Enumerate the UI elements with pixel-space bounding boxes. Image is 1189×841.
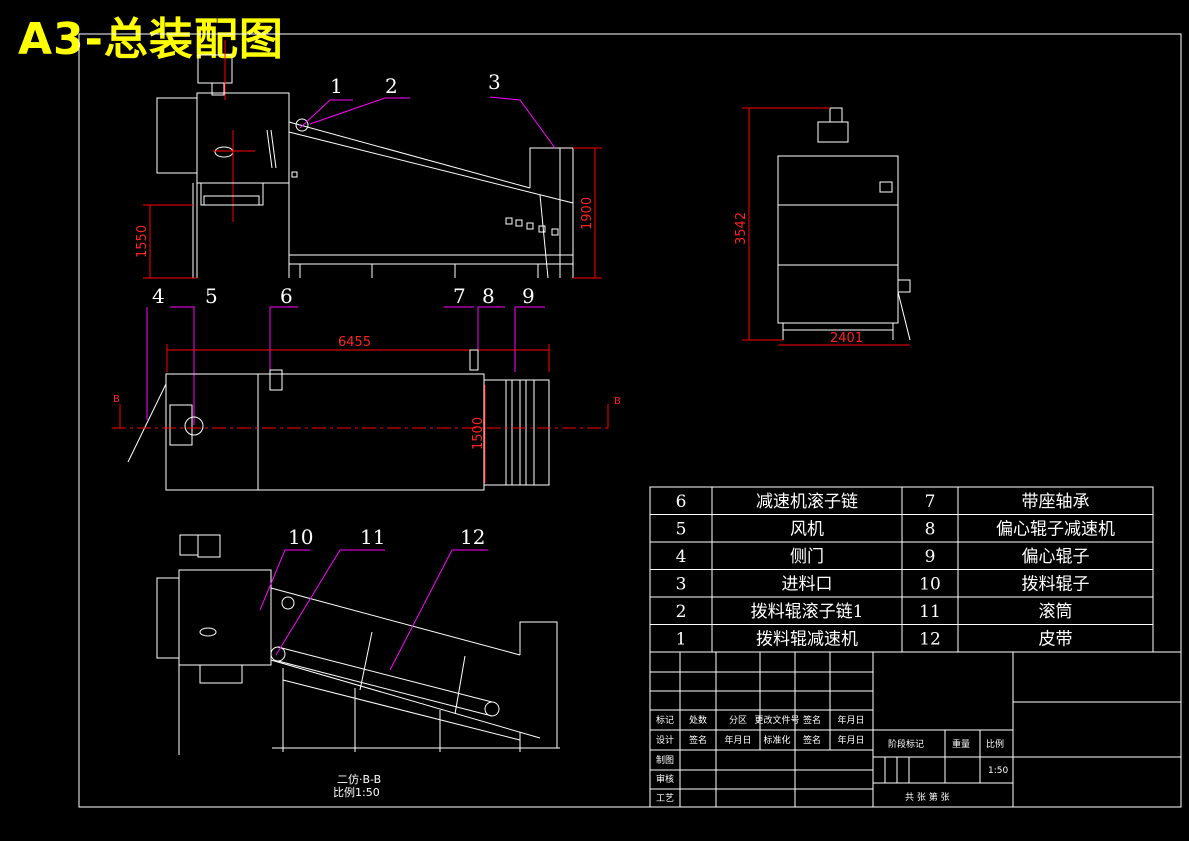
plan-view: 4 5 6 7 8 9 6455 B B bbox=[112, 284, 621, 491]
title-design-cell: 标准化 bbox=[763, 734, 790, 746]
parts-cell-name: 侧门 bbox=[790, 547, 824, 567]
parts-cell-name2: 皮带 bbox=[1039, 630, 1073, 650]
parts-cell-no2: 8 bbox=[925, 520, 936, 540]
parts-cell-no: 6 bbox=[676, 492, 687, 512]
balloon-11: 11 bbox=[360, 525, 385, 549]
balloon-4: 4 bbox=[152, 284, 165, 308]
parts-cell-no2: 10 bbox=[919, 575, 941, 595]
title-weight: 重量 bbox=[952, 738, 970, 750]
parts-cell-no2: 9 bbox=[925, 547, 936, 567]
view-label-scale: 比例1:50 bbox=[333, 785, 380, 799]
parts-cell-name: 拨料辊滚子链1 bbox=[751, 602, 864, 622]
parts-cell-name2: 带座轴承 bbox=[1022, 492, 1090, 512]
title-scale-value: 1:50 bbox=[988, 766, 1008, 776]
title-header-cell: 分区 bbox=[729, 715, 747, 726]
title-header-cell: 标记 bbox=[656, 714, 674, 726]
title-header-cell: 签名 bbox=[803, 714, 821, 726]
title-header-cell: 处数 bbox=[689, 714, 707, 726]
title-block: 阶段标记 重量 比例 1:50 共 张 第 张 标记处数分区更改文件号签名年月日… bbox=[649, 651, 1182, 808]
side-elevation-view: 1550 1900 1 2 3 bbox=[135, 40, 602, 279]
section-mark-right: B bbox=[614, 396, 621, 407]
title-header-cell: 年月日 bbox=[837, 714, 864, 726]
parts-list-table: 6 减速机滚子链 7 带座轴承 5 风机 8 偏心辊子减速机 4 侧门 9 偏心辊子 3 进料口 10 拨料辊… bbox=[649, 486, 1154, 653]
title-left-label: 审核 bbox=[656, 773, 674, 785]
balloon-12: 12 bbox=[460, 525, 485, 549]
balloon-2: 2 bbox=[385, 74, 398, 98]
drawing-title: A3-总装配图 bbox=[18, 14, 284, 65]
end-elevation-view: 3542 2401 bbox=[734, 107, 911, 346]
parts-cell-name2: 偏心辊子减速机 bbox=[996, 520, 1115, 540]
title-design-cell: 设计 bbox=[656, 734, 674, 746]
balloon-1: 1 bbox=[330, 74, 343, 98]
parts-cell-no2: 7 bbox=[925, 492, 936, 512]
title-sheets: 共 张 第 张 bbox=[905, 791, 950, 803]
title-design-cell: 签名 bbox=[689, 734, 707, 746]
section-mark-left: B bbox=[113, 394, 120, 405]
parts-cell-no2: 12 bbox=[919, 630, 941, 650]
title-design-cell: 签名 bbox=[803, 734, 821, 746]
title-stage-mark: 阶段标记 bbox=[888, 738, 924, 750]
parts-cell-name2: 滚筒 bbox=[1039, 602, 1073, 622]
parts-cell-no: 5 bbox=[676, 520, 687, 540]
dim-6455: 6455 bbox=[338, 335, 371, 350]
balloon-3: 3 bbox=[488, 70, 501, 94]
parts-cell-name2: 拨料辊子 bbox=[1022, 575, 1090, 595]
balloon-7: 7 bbox=[453, 284, 466, 308]
outer-frame bbox=[78, 33, 1182, 808]
parts-cell-no: 1 bbox=[676, 630, 687, 650]
balloon-9: 9 bbox=[522, 284, 535, 308]
dim-1500: 1500 bbox=[471, 417, 486, 450]
balloon-8: 8 bbox=[482, 284, 495, 308]
parts-cell-no2: 11 bbox=[919, 602, 941, 622]
parts-cell-name: 减速机滚子链 bbox=[756, 492, 858, 512]
balloon-6: 6 bbox=[280, 284, 293, 308]
parts-cell-name2: 偏心辊子 bbox=[1022, 547, 1090, 567]
parts-cell-no: 2 bbox=[676, 602, 687, 622]
dim-1900: 1900 bbox=[580, 197, 595, 230]
title-left-label: 工艺 bbox=[656, 793, 674, 804]
parts-cell-name: 拨料辊减速机 bbox=[756, 630, 858, 650]
parts-cell-name: 风机 bbox=[790, 520, 824, 540]
balloon-5: 5 bbox=[205, 284, 218, 308]
title-left-label: 制图 bbox=[656, 754, 674, 766]
dim-3542: 3542 bbox=[734, 212, 749, 245]
view-label-section: 二仿·B-B bbox=[337, 773, 381, 786]
title-design-cell: 年月日 bbox=[724, 734, 751, 746]
parts-cell-name: 进料口 bbox=[782, 575, 833, 595]
dim-1550: 1550 bbox=[135, 225, 150, 258]
title-scale-label: 比例 bbox=[986, 738, 1004, 750]
balloon-10: 10 bbox=[288, 525, 313, 549]
parts-cell-no: 4 bbox=[676, 547, 687, 567]
dim-2401: 2401 bbox=[830, 331, 863, 346]
section-bb-view: 10 11 12 二仿·B-B 比例1:50 bbox=[156, 525, 560, 799]
title-design-cell: 年月日 bbox=[837, 734, 864, 746]
parts-cell-no: 3 bbox=[676, 575, 687, 595]
title-header-cell: 更改文件号 bbox=[754, 714, 799, 726]
